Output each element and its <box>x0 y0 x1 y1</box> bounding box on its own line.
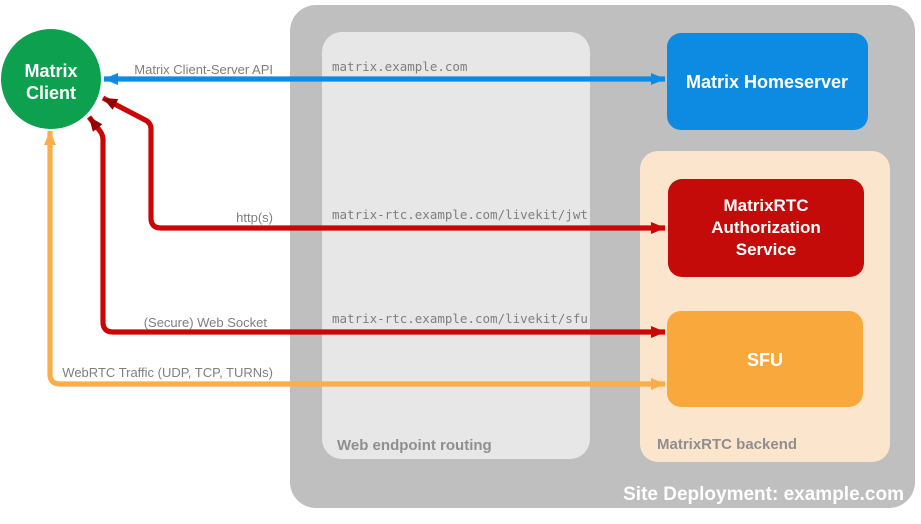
matrixrtc-backend-caption: MatrixRTC backend <box>657 436 797 453</box>
client-server-api-arrow-label: Matrix Client-Server API <box>134 62 273 77</box>
site-deployment-caption: Site Deployment: example.com <box>623 484 904 505</box>
matrix-homeserver-node <box>667 33 868 130</box>
route-url-jwt: matrix-rtc.example.com/livekit/jwt <box>332 207 588 222</box>
https-arrow-label: http(s) <box>236 210 273 225</box>
websocket-arrow-label: (Secure) Web Socket <box>144 315 268 330</box>
matrix-client-node <box>1 29 101 129</box>
sfu-label: SFU <box>747 350 783 370</box>
webrtc-arrow-label: WebRTC Traffic (UDP, TCP, TURNs) <box>62 365 273 380</box>
auth-service-node <box>668 179 864 277</box>
matrix-client-label-line2: Client <box>26 83 76 103</box>
webrtc-traffic-arrow <box>44 130 666 390</box>
matrix-homeserver-label: Matrix Homeserver <box>686 72 848 92</box>
auth-service-label-line3: Service <box>736 240 797 259</box>
web-endpoint-routing-box <box>322 32 590 459</box>
auth-service-label-line1: MatrixRTC <box>723 196 808 215</box>
route-url-homeserver: matrix.example.com <box>332 59 467 74</box>
route-url-sfu: matrix-rtc.example.com/livekit/sfu <box>332 311 588 326</box>
sfu-node <box>667 311 863 407</box>
web-endpoint-routing-caption: Web endpoint routing <box>337 437 492 454</box>
auth-service-label-line2: Authorization <box>711 218 821 237</box>
matrix-client-label-line1: Matrix <box>24 61 77 81</box>
